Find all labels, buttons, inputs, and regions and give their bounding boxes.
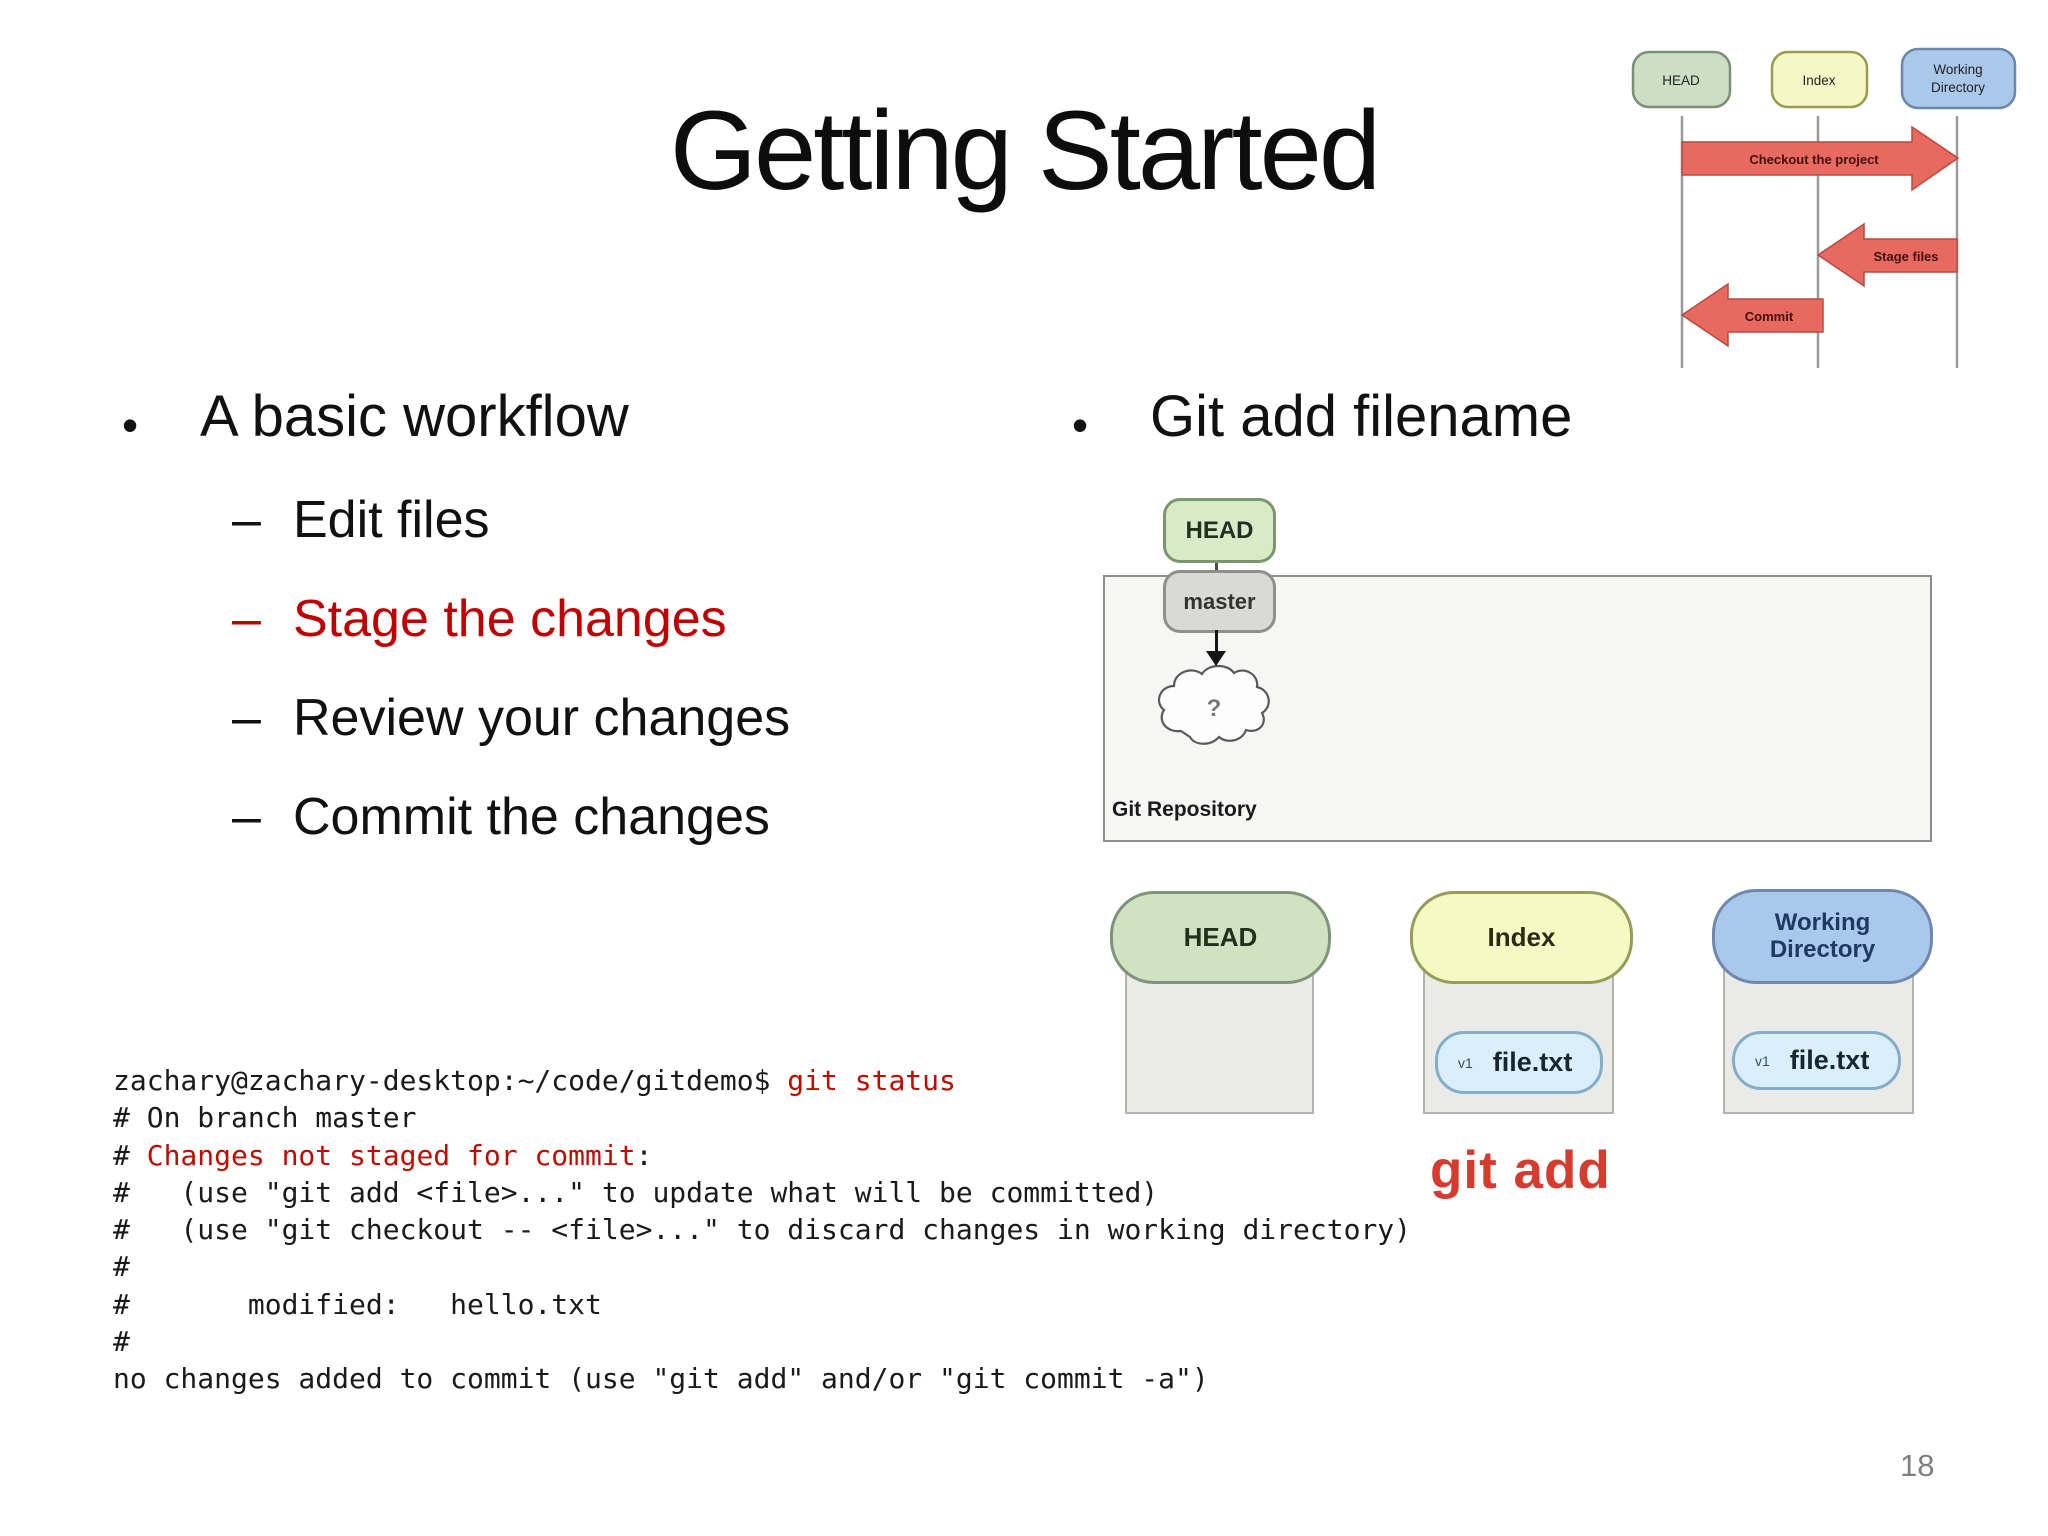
arrow-checkout-the-project xyxy=(1681,125,1960,192)
lane-box-working-directory xyxy=(1900,47,2017,110)
terminal-line: # Changes not staged for commit: xyxy=(113,1137,1411,1174)
head-master-connector xyxy=(1215,555,1218,573)
arrow-stage-files xyxy=(1816,222,1958,288)
terminal-line: # xyxy=(113,1248,1411,1285)
terminal-line: # modified: hello.txt xyxy=(113,1286,1411,1323)
terminal-text: # (use "git add <file>..." to update wha… xyxy=(113,1175,1159,1209)
lane-label-head: HEAD xyxy=(1662,73,1700,88)
head-node-label: HEAD xyxy=(1185,516,1254,544)
terminal-text: # xyxy=(113,1325,130,1359)
arrow-label-checkout: Checkout the project xyxy=(1749,152,1879,167)
file-version-badge: v1 xyxy=(1755,1052,1770,1069)
terminal-text: # xyxy=(113,1138,147,1172)
bullet-item-commit-changes: Commit the changes xyxy=(293,788,770,846)
terminal-text: # modified: hello.txt xyxy=(113,1287,602,1321)
head-node: HEAD xyxy=(1163,498,1276,563)
dash-icon: – xyxy=(232,788,261,846)
master-node-label: master xyxy=(1183,588,1256,614)
lane-label-directory: Directory xyxy=(1931,80,1985,95)
terminal-command: git status xyxy=(787,1064,956,1097)
bullet-dot: • xyxy=(122,399,139,451)
bullet-item-edit-files: Edit files xyxy=(293,491,490,549)
lane-box-head xyxy=(1631,50,1732,109)
terminal-line: # xyxy=(113,1323,1411,1360)
dash-icon: – xyxy=(232,491,261,549)
git-add-caption: git add xyxy=(1430,1141,1611,1200)
terminal-text: no changes added to commit (use "git add… xyxy=(113,1362,1209,1396)
terminal-warning: Changes not staged for commit xyxy=(146,1138,636,1172)
cloud-question-mark: ? xyxy=(1207,695,1222,722)
head-column-label: HEAD xyxy=(1183,922,1258,952)
terminal-line: no changes added to commit (use "git add… xyxy=(113,1360,1411,1397)
working-directory-file-pill: v1 file.txt xyxy=(1732,1031,1901,1090)
terminal-text: : xyxy=(635,1138,653,1172)
terminal-line: # (use "git add <file>..." to update wha… xyxy=(113,1174,1411,1211)
file-name: file.txt xyxy=(1789,1045,1870,1075)
head-column-pill: HEAD xyxy=(1110,891,1331,984)
master-node: master xyxy=(1163,570,1276,633)
bullet-heading-basic-workflow: A basic workflow xyxy=(200,384,629,449)
file-version-badge: v1 xyxy=(1458,1054,1473,1071)
arrow-head-icon xyxy=(1206,651,1226,666)
unknown-commit-cloud: ? xyxy=(1157,664,1270,745)
file-name: file.txt xyxy=(1492,1047,1573,1077)
terminal-text: # xyxy=(113,1250,130,1284)
git-repository-caption: Git Repository xyxy=(1112,798,1257,821)
lane-box-index xyxy=(1770,50,1869,109)
terminal-output: zachary@zachary-desktop:~/code/gitdemo$ … xyxy=(113,1062,1411,1398)
dash-icon: – xyxy=(232,590,261,648)
page-number: 18 xyxy=(1900,1448,1935,1483)
terminal-line: # (use "git checkout -- <file>..." to di… xyxy=(113,1211,1411,1248)
terminal-text: # On branch master xyxy=(113,1101,417,1135)
terminal-line: # On branch master xyxy=(113,1099,1411,1136)
working-directory-column-pill: Working Directory xyxy=(1712,889,1933,984)
arrow-label-commit: Commit xyxy=(1745,309,1794,324)
slide-title: Getting Started xyxy=(669,88,1381,213)
lane-label-index: Index xyxy=(1802,73,1835,88)
bullet-heading-git-add-filename: Git add filename xyxy=(1150,384,1573,449)
terminal-prompt: zachary@zachary-desktop:~/code/gitdemo$ xyxy=(113,1064,788,1097)
terminal-text: # (use "git checkout -- <file>..." to di… xyxy=(113,1213,1412,1247)
index-column-pill: Index xyxy=(1410,891,1633,984)
index-file-pill: v1 file.txt xyxy=(1435,1031,1603,1094)
bullet-dot: • xyxy=(1072,399,1089,451)
git-sequence-diagram: HEAD Index Working Directory Checkout th… xyxy=(1631,47,2017,368)
terminal-line: zachary@zachary-desktop:~/code/gitdemo$ … xyxy=(113,1062,1411,1099)
index-column-label: Index xyxy=(1487,922,1556,952)
arrow-commit xyxy=(1680,282,1824,348)
bullet-item-stage-changes: Stage the changes xyxy=(293,590,727,648)
arrow-label-stage-files: Stage files xyxy=(1873,249,1938,264)
bullet-item-review-changes: Review your changes xyxy=(293,689,791,747)
working-directory-column-label: Working Directory xyxy=(1769,908,1876,963)
master-to-cloud-arrow-line xyxy=(1215,630,1218,652)
lane-label-working: Working xyxy=(1933,62,1982,77)
dash-icon: – xyxy=(232,689,261,747)
